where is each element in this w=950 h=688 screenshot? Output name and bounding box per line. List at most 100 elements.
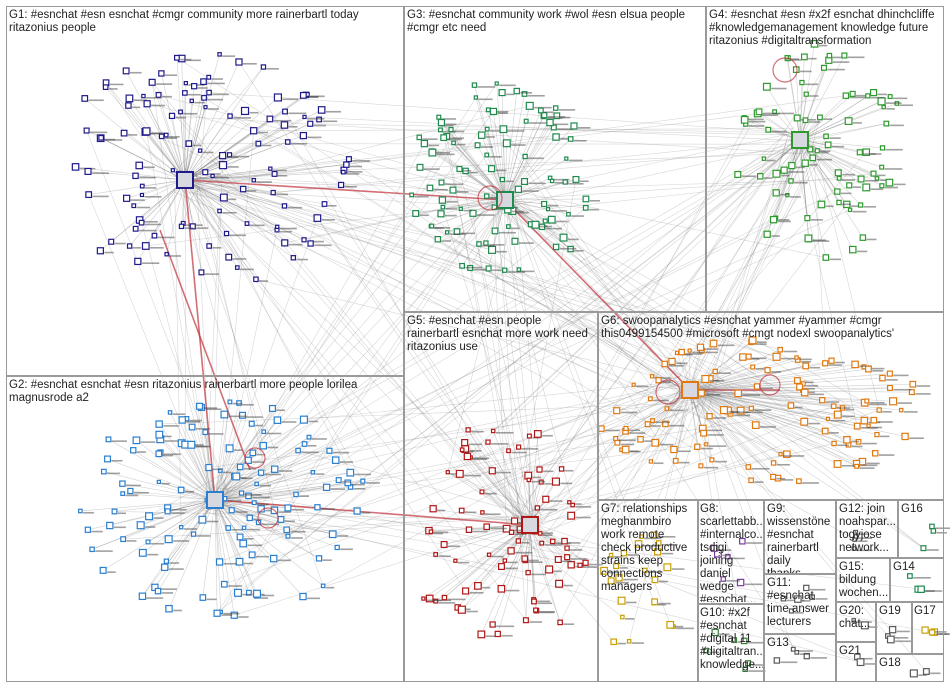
- node-label-mark: [128, 134, 137, 136]
- node-label-mark: [830, 420, 845, 422]
- node-label-mark: [161, 483, 169, 485]
- node-label-mark: [862, 443, 877, 445]
- node-label-mark: [777, 478, 786, 480]
- network-node: [486, 108, 490, 112]
- network-node: [794, 115, 800, 121]
- node-label-mark: [414, 196, 428, 198]
- network-node: [863, 184, 870, 191]
- node-label-mark: [913, 577, 931, 579]
- network-node: [543, 219, 547, 223]
- network-node: [773, 190, 779, 196]
- network-edge: [481, 525, 530, 634]
- network-node: [102, 469, 107, 474]
- network-node: [271, 555, 277, 561]
- network-node: [797, 479, 802, 484]
- node-label-mark: [788, 171, 804, 173]
- node-label-mark: [886, 102, 902, 104]
- network-node: [512, 518, 518, 524]
- node-label-mark: [215, 177, 229, 179]
- network-node: [128, 488, 133, 493]
- node-label-mark: [496, 472, 511, 474]
- network-node: [204, 106, 207, 109]
- node-label-mark: [734, 415, 750, 417]
- network-node: [308, 241, 313, 246]
- network-node: [861, 417, 867, 423]
- network-node: [857, 659, 864, 666]
- network-node: [303, 115, 306, 118]
- node-label-mark: [762, 114, 778, 116]
- node-label-mark: [809, 394, 824, 396]
- network-node: [484, 524, 489, 529]
- network-node: [270, 406, 276, 412]
- node-label-mark: [308, 445, 317, 447]
- node-label-mark: [897, 631, 910, 633]
- network-node: [413, 211, 419, 217]
- node-label-mark: [629, 432, 645, 434]
- node-label-mark: [605, 430, 620, 432]
- network-node: [314, 215, 321, 222]
- network-node: [565, 555, 570, 560]
- node-label-mark: [531, 574, 546, 576]
- node-label-mark: [548, 116, 566, 118]
- network-node: [221, 411, 228, 418]
- network-node: [858, 176, 864, 182]
- network-node: [90, 547, 94, 551]
- node-label-mark: [760, 426, 776, 428]
- network-node: [284, 527, 290, 533]
- network-node: [526, 102, 533, 109]
- node-label-mark: [244, 538, 254, 540]
- node-label-mark: [278, 175, 287, 177]
- network-node: [532, 599, 537, 604]
- network-node: [165, 536, 172, 543]
- network-node: [627, 640, 630, 643]
- node-label-mark: [809, 95, 818, 97]
- node-label-mark: [198, 87, 208, 89]
- node-label-mark: [154, 517, 164, 519]
- network-node: [771, 461, 775, 465]
- hub-node-avatar: [682, 382, 698, 398]
- node-label-mark: [340, 461, 353, 463]
- network-node: [218, 53, 221, 56]
- node-label-mark: [800, 653, 810, 655]
- network-node: [241, 186, 246, 191]
- network-node: [611, 639, 616, 644]
- network-node: [281, 122, 287, 128]
- network-node: [614, 437, 618, 441]
- node-label-mark: [512, 211, 524, 213]
- node-label-mark: [243, 63, 257, 65]
- network-node: [534, 608, 538, 612]
- node-label-mark: [299, 495, 309, 497]
- network-node: [199, 270, 204, 275]
- network-node: [826, 417, 829, 420]
- network-node: [547, 208, 550, 211]
- network-node: [233, 473, 240, 480]
- node-label-mark: [893, 389, 911, 391]
- node-label-mark: [545, 544, 562, 546]
- network-node: [242, 526, 245, 529]
- node-label-mark: [184, 528, 197, 530]
- network-node: [485, 194, 489, 198]
- network-node: [107, 522, 113, 528]
- network-node: [648, 397, 652, 401]
- network-node: [272, 172, 277, 177]
- node-label-mark: [469, 444, 482, 446]
- network-node: [859, 458, 865, 464]
- node-label-mark: [870, 402, 885, 404]
- network-edge: [173, 165, 239, 403]
- network-node: [583, 196, 589, 202]
- node-label-mark: [536, 601, 550, 603]
- node-label-mark: [354, 488, 366, 490]
- network-node: [201, 79, 207, 85]
- network-node: [698, 390, 704, 396]
- network-node: [854, 423, 860, 429]
- network-node: [225, 231, 229, 235]
- network-node: [159, 134, 163, 138]
- network-node: [802, 389, 808, 395]
- network-node: [523, 618, 528, 623]
- network-node: [662, 361, 667, 366]
- node-label-mark: [568, 239, 579, 241]
- network-node: [477, 242, 481, 246]
- group-label-g20: G20: chat...: [839, 605, 875, 641]
- network-node: [132, 204, 136, 208]
- network-node: [495, 631, 500, 636]
